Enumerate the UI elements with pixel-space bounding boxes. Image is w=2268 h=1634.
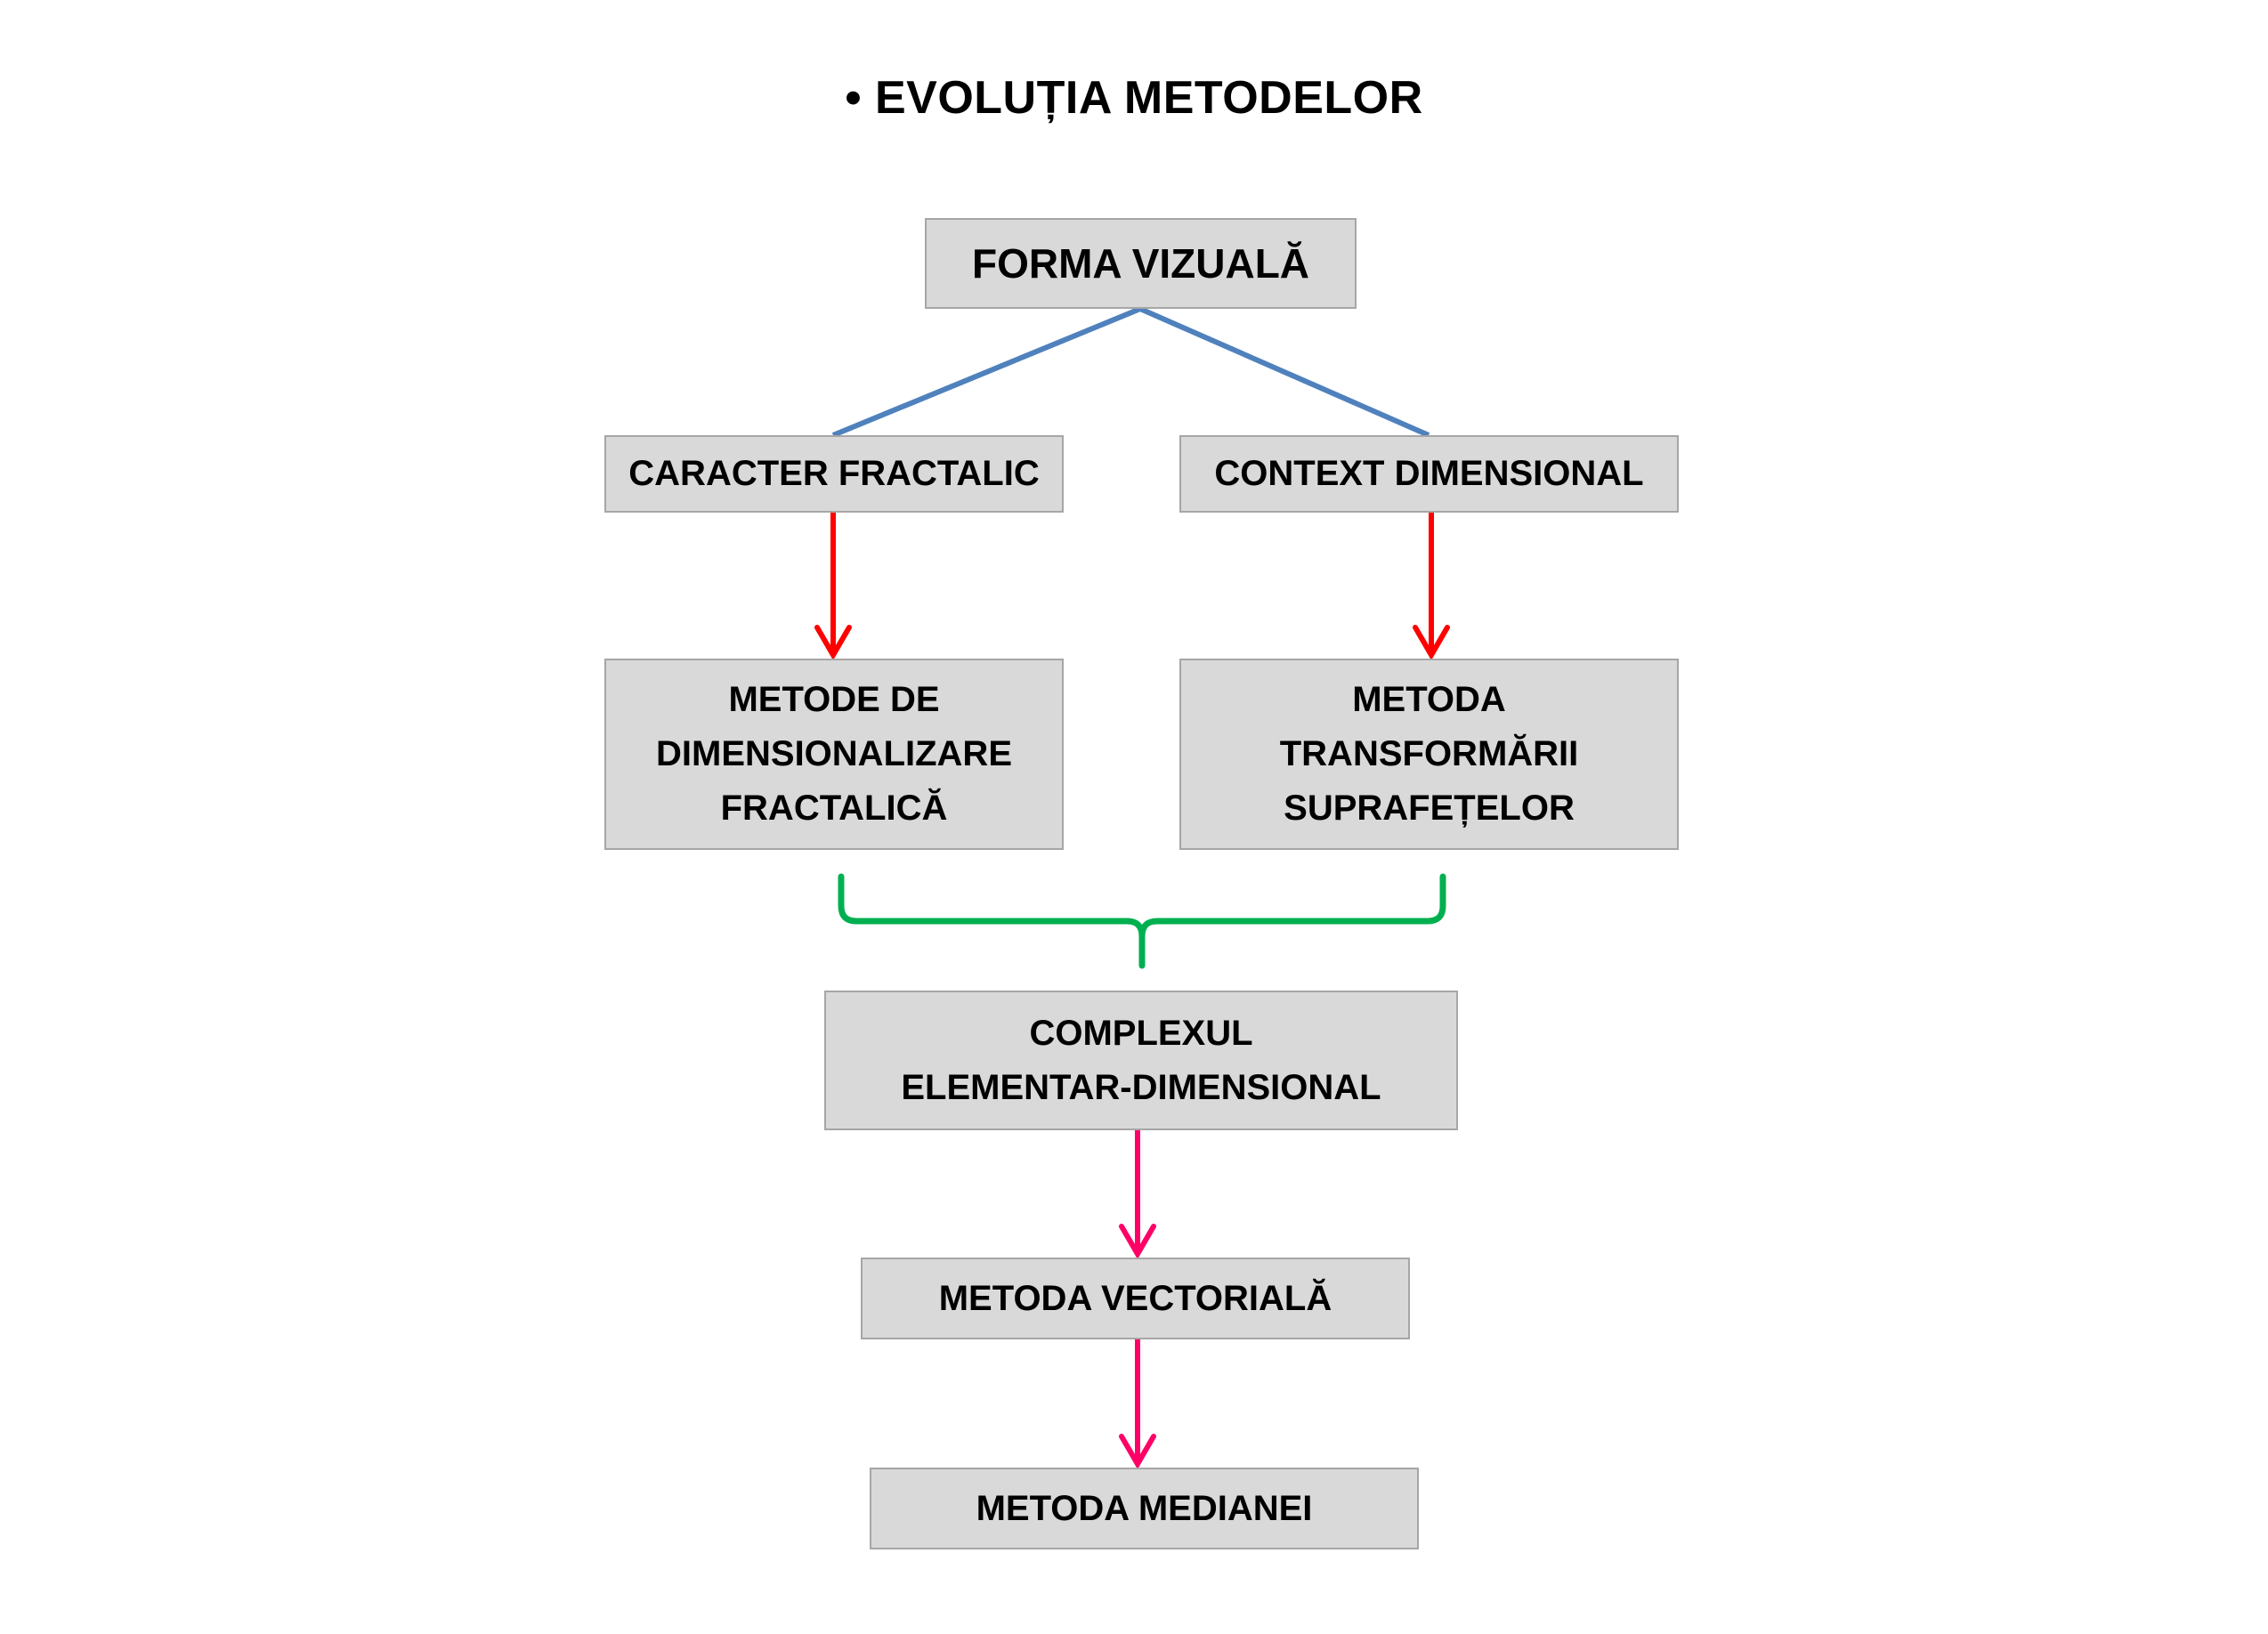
node-label: FORMA VIZUALĂ: [971, 240, 1310, 287]
arrow-context-to-metoda: [1413, 510, 1450, 660]
arrow-complexul-to-vectoriala: [1119, 1128, 1156, 1259]
node-label: COMPLEXUL ELEMENTAR-DIMENSIONAL: [901, 1013, 1381, 1107]
branch-line-right: [1138, 306, 1430, 438]
node-metoda-transformarii: METODA TRANSFORMĂRII SUPRAFEȚELOR: [1179, 659, 1679, 850]
node-label: METODA MEDIANEI: [976, 1488, 1313, 1528]
node-context-dimensional: CONTEXT DIMENSIONAL: [1179, 435, 1679, 513]
arrow-caracter-to-metode: [814, 510, 852, 660]
node-forma-vizuala: FORMA VIZUALĂ: [925, 218, 1357, 309]
node-label: CARACTER FRACTALIC: [628, 454, 1040, 493]
node-caracter-fractalic: CARACTER FRACTALIC: [604, 435, 1064, 513]
node-metoda-medianei: METODA MEDIANEI: [870, 1468, 1419, 1549]
node-metoda-vectoriala: METODA VECTORIALĂ: [861, 1258, 1410, 1339]
page-title: • EVOLUȚIA METODELOR: [845, 72, 1423, 124]
branch-line-left: [831, 306, 1142, 438]
node-label: METODE DE DIMENSIONALIZARE FRACTALICĂ: [656, 680, 1012, 828]
node-label: CONTEXT DIMENSIONAL: [1214, 454, 1644, 493]
node-label: METODA TRANSFORMĂRII SUPRAFEȚELOR: [1279, 680, 1579, 828]
arrow-vectoriala-to-medianei: [1119, 1337, 1156, 1469]
node-label: METODA VECTORIALĂ: [938, 1278, 1332, 1318]
merge-brace: [838, 873, 1446, 969]
node-metode-dimensionalizare: METODE DE DIMENSIONALIZARE FRACTALICĂ: [604, 659, 1064, 850]
node-complexul: COMPLEXUL ELEMENTAR-DIMENSIONAL: [824, 991, 1458, 1130]
